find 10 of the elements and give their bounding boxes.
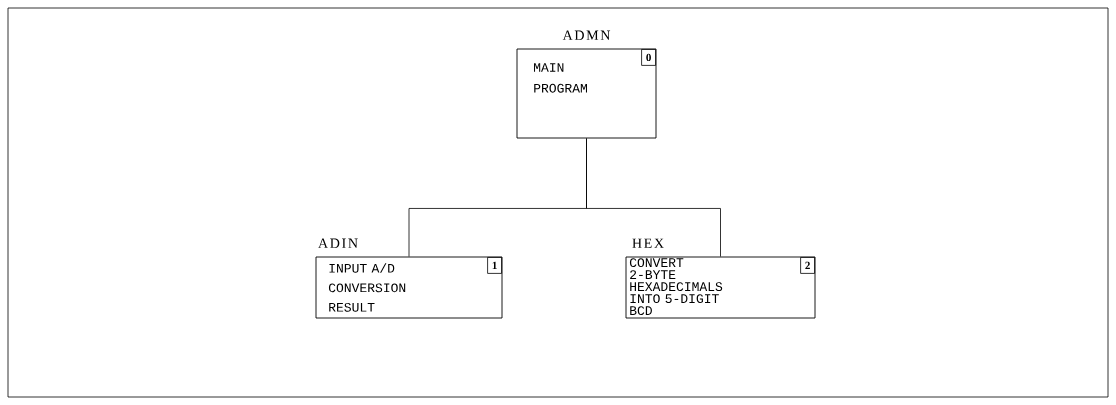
tree-connector — [586, 138, 721, 257]
module-description: MAIN PROGRAM — [534, 63, 587, 93]
module-number: 1 — [487, 257, 502, 274]
module-name: HEX — [632, 238, 664, 248]
module-description: INPUT A/D CONVERSION RESULT — [328, 263, 406, 312]
module-number: 0 — [641, 49, 656, 66]
module-name: ADMN — [562, 30, 611, 40]
module-description: CONVERT 2-BYTE HEXADECIMALS INTO 5-DIGIT BCD — [629, 258, 723, 316]
module-name: ADIN — [318, 238, 358, 248]
module-number: 2 — [800, 257, 815, 274]
